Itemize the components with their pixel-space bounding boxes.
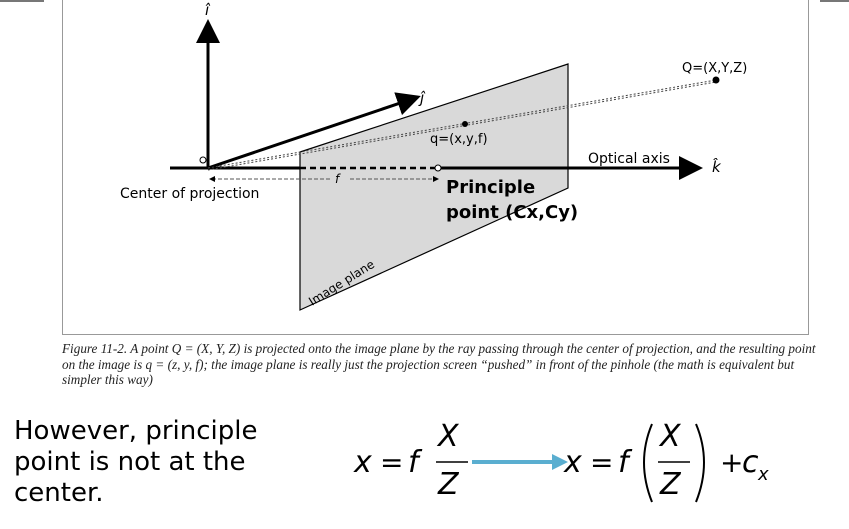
formula-c: c	[742, 445, 759, 480]
j-axis-label: ĵ	[418, 89, 426, 107]
formula-eq-2: =	[590, 446, 613, 479]
i-axis-label: î	[205, 1, 211, 19]
formula-f-2: f	[618, 445, 633, 480]
projection-diagram: î ĵ k̂ Optical axis Q=(X,Y,Z) q=(x,y,f) …	[120, 1, 747, 311]
center-of-projection-label: Center of projection	[120, 186, 259, 202]
figure-caption: Figure 11-2. A point Q = (X, Y, Z) is pr…	[62, 341, 816, 387]
note-line-3: center.	[14, 478, 104, 508]
focal-length-label: f	[335, 172, 341, 186]
j-axis	[207, 92, 421, 170]
k-axis-label: k̂	[712, 157, 722, 176]
projection-ray-bottom	[207, 81, 717, 171]
point-q	[462, 121, 468, 127]
formula-eq-1: =	[380, 446, 403, 479]
transform-arrow-head	[552, 454, 568, 470]
note-line-1: However, principle	[14, 416, 258, 446]
projection-formula: x = f X Z x = f X Z + c x	[353, 419, 769, 503]
formula-Z-2: Z	[659, 467, 682, 502]
point-Q	[712, 76, 720, 84]
formula-Z-1: Z	[437, 467, 460, 502]
formula-X-2: X	[658, 419, 682, 454]
point-q-label: q=(x,y,f)	[430, 132, 488, 147]
optical-axis-label: Optical axis	[588, 151, 670, 167]
right-paren	[695, 423, 705, 503]
top-rule-left	[0, 0, 44, 2]
principal-point	[434, 164, 442, 172]
image-plane	[299, 63, 569, 311]
formula-X-1: X	[436, 419, 460, 454]
formula-c-subscript: x	[757, 464, 769, 485]
top-rule-right	[820, 0, 849, 2]
principle-point-label-2: point (Cx,Cy)	[446, 202, 578, 223]
formula-lhs-x: x	[353, 445, 372, 480]
formula-plus: +	[720, 446, 743, 479]
note-text: However, principle point is not at the c…	[14, 416, 314, 509]
formula-f-1: f	[408, 445, 423, 480]
note-line-2: point is not at the	[14, 447, 246, 477]
point-Q-label: Q=(X,Y,Z)	[682, 61, 747, 76]
formula-rhs-x: x	[563, 445, 582, 480]
left-paren	[643, 423, 653, 503]
principle-point-label-1: Principle	[446, 177, 535, 198]
center-of-projection-point	[199, 156, 207, 164]
